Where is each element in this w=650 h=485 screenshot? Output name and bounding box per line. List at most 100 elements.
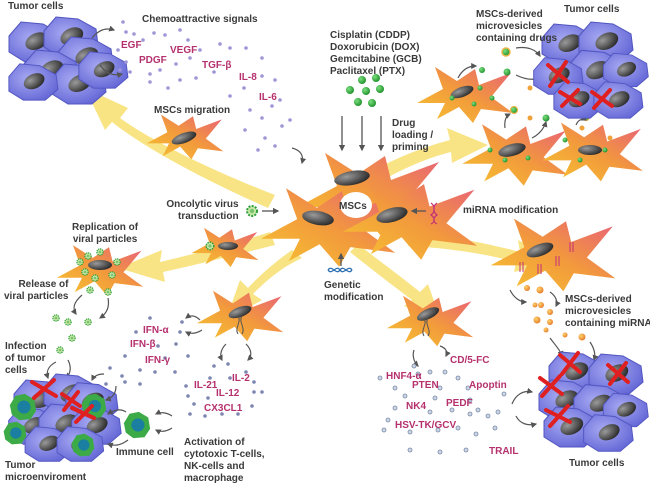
dot [228, 94, 232, 98]
dot [252, 390, 256, 394]
virus-particle-icon [52, 314, 60, 322]
release-label: Release of viral particles [4, 279, 68, 303]
curved-arrow [457, 63, 478, 79]
drug-loading-line: loading / [392, 130, 434, 141]
signal-vegf: VEGF [170, 45, 198, 56]
curved-arrow [106, 439, 129, 449]
dot [218, 42, 222, 46]
curved-arrow [104, 385, 117, 402]
release-line: Release of [18, 279, 69, 290]
drug-vesicles-line: MSCs-derived [476, 9, 543, 20]
curved-arrow [70, 294, 83, 315]
dot [180, 320, 184, 324]
kill-marks [538, 351, 630, 428]
central-mscs [260, 153, 478, 267]
dot [153, 370, 157, 374]
arrow-to-migration-tumor [85, 88, 275, 208]
dot [252, 380, 256, 384]
tumor-cells-label-drugs: Tumor cells [564, 4, 620, 15]
curved-arrow [154, 409, 173, 417]
drug-doxorubicin: Doxorubicin (DOX) [330, 42, 420, 53]
virus-particle-icon [81, 268, 89, 276]
activation-line: Activation of [184, 437, 245, 448]
dot [148, 72, 152, 76]
factor-apoptin: Apoptin [469, 380, 507, 391]
drug-vesicles-line: microvesicles [476, 21, 543, 32]
immune-modified-msc [196, 290, 284, 342]
curved-arrow [185, 312, 201, 321]
dot [163, 33, 167, 37]
tumor-cluster-migration [8, 16, 129, 105]
mirna-vesicles-line: containing miRNA [565, 318, 650, 329]
factor-pedf: PEDF [446, 398, 473, 409]
drug-loaded-mscs [417, 67, 643, 186]
dot [467, 397, 473, 403]
arrow-to-genetic-msc [350, 244, 440, 318]
activation-label: Activation of cytotoxic T-cells, NK-cell… [184, 437, 265, 485]
kill-marks [30, 378, 96, 424]
drug-vesicles-line: containing drugs [476, 33, 558, 44]
mirna-modification-label: miRNA modification [463, 205, 559, 216]
dot [166, 86, 170, 90]
dot [411, 363, 417, 369]
infection-label: Infection of tumor cells [5, 341, 47, 377]
factor-hnf4a: HNF4-α [386, 371, 422, 382]
mirna-vesicles-line: MSCs-derived [565, 294, 632, 305]
dot [203, 414, 207, 418]
curved-arrow [91, 373, 105, 382]
signal-pdgf: PDGF [139, 55, 167, 66]
replicating-msc [56, 245, 144, 296]
virus-particle-icon [56, 346, 64, 354]
activation-line: macrophage [184, 473, 244, 484]
dot [156, 344, 160, 348]
curved-arrow [412, 349, 419, 367]
dot [273, 144, 277, 148]
curved-arrow [549, 291, 561, 308]
dot [174, 62, 178, 66]
cytokine-il12: IL-12 [216, 388, 240, 399]
mirna-vesicles-line: microvesicles [565, 306, 632, 317]
dot [278, 98, 282, 102]
signal-tgf-beta: TGF-β [202, 60, 232, 71]
dot [124, 60, 128, 64]
dot [134, 330, 138, 334]
drug-paclitaxel: Paclitaxel (PTX) [330, 66, 406, 77]
curved-arrow [515, 46, 541, 57]
virus-transduced-msc [191, 227, 259, 268]
dot [186, 38, 190, 42]
dot [198, 48, 202, 52]
tumor-cells-label-migration: Tumor cells [8, 1, 64, 12]
dot [220, 412, 224, 416]
dot [377, 375, 383, 381]
virus-particle-icon [113, 258, 121, 266]
tumor-cells-label-genetic: Tumor cells [569, 458, 625, 469]
oncolytic-line: Oncolytic virus [166, 199, 239, 210]
curved-arrow [439, 345, 451, 358]
curved-arrow [515, 415, 538, 429]
dot [392, 385, 398, 391]
dot [228, 46, 232, 50]
virus-particle-icon [91, 274, 99, 282]
dot [236, 412, 240, 416]
dot [104, 382, 108, 386]
dot [501, 391, 507, 397]
dot [435, 427, 441, 433]
ifn-gamma: IFN-γ [145, 355, 170, 366]
dot [123, 354, 127, 358]
drug-gemcitabine: Gemcitabine (GCB) [330, 54, 422, 65]
replication-line: Replication of [72, 222, 139, 233]
mscs-center-label: MSCs [339, 201, 367, 212]
dot [273, 78, 277, 82]
kill-marks [546, 60, 614, 110]
dot [465, 385, 471, 391]
tumor-cluster-genetic [538, 351, 649, 452]
dot [158, 68, 162, 72]
mirna-modified-msc [490, 218, 616, 292]
oncolytic-virus-icon [246, 205, 258, 217]
dot [178, 78, 182, 82]
dot [392, 405, 398, 411]
dot [178, 28, 182, 32]
drug-particles [346, 74, 384, 107]
dot [138, 368, 142, 372]
dot [212, 364, 216, 368]
